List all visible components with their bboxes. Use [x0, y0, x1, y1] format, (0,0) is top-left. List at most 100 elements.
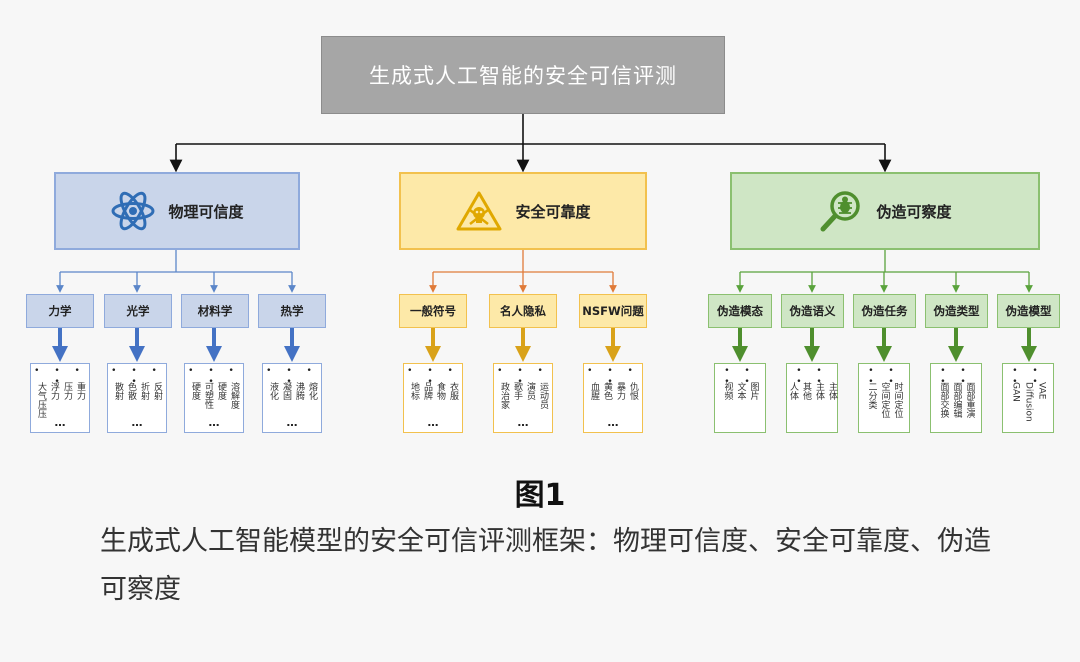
leaf-box: • • • • 硬度 可塑性 硬度 溶解度 … [184, 363, 244, 433]
leaf-item: 色散 [126, 382, 136, 400]
leaf-item: 折射 [139, 382, 149, 400]
leaf-item: 其他 [801, 382, 811, 400]
sub-forgery-type: 伪造类型 [925, 294, 988, 328]
leaf-item: 运动员 [538, 382, 548, 409]
leaf-item: 衣服 [448, 382, 458, 400]
leaf-bullets: • • • • [266, 366, 318, 387]
sub-label: 力学 [48, 304, 72, 318]
leaf-item: 液化 [268, 382, 278, 400]
leaf-bullets: • • • • [34, 366, 86, 387]
leaf-item: 人体 [788, 382, 798, 400]
sub-celebrity-privacy: 名人隐私 [489, 294, 557, 328]
category-forgery-detectability: 伪造可察度 [730, 172, 1040, 250]
leaf-item: 图片 [748, 382, 759, 400]
leaf-item: 面部编辑 [951, 382, 962, 418]
sub-label: 伪造语义 [789, 304, 836, 318]
leaf-item: 暴力 [615, 382, 625, 400]
category-physical-credibility: 物理可信度 [54, 172, 300, 250]
sub-label: 一般符号 [410, 304, 456, 318]
leaf-item: 凝固 [281, 382, 291, 400]
sub-label: 热学 [280, 304, 304, 318]
leaf-item: GAN [1010, 382, 1021, 402]
leaf-box: • • • • 大气压压 浮力 压力 重力 … [30, 363, 90, 433]
leaf-box: • • • • 政治家 歌手 演员 运动员 … [493, 363, 553, 433]
leaf-item: 重力 [75, 382, 85, 400]
leaf-box: • • • • 人体 其他 主体 主体 [786, 363, 838, 433]
leaf-item: 熔化 [307, 382, 317, 400]
leaf-item: 歌手 [512, 382, 522, 400]
leaf-item: 沸腾 [294, 382, 304, 400]
leaf-item: 面部重演 [964, 382, 975, 418]
leaf-ellipsis: … [607, 416, 619, 429]
leaf-box: • • • • 视频 文本 图片 [714, 363, 766, 433]
leaf-bullets: • • • • [407, 366, 459, 387]
leaf-bullets: • • • • [188, 366, 240, 387]
leaf-box: • • • • 散射 色散 折射 反射 … [107, 363, 167, 433]
leaf-item: 黄色 [602, 382, 612, 400]
leaf-box: • • • • 地标 品牌 食物 衣服 … [403, 363, 463, 433]
atom-icon [111, 191, 155, 231]
leaf-bullets: • • • • [1012, 366, 1044, 387]
leaf-bullets: • • • • [587, 366, 639, 387]
leaf-bullets: • • • • [724, 366, 756, 387]
leaf-item: 硬度 [190, 382, 200, 400]
leaf-box: • • • • 二分类 空间定位 时间定位 [858, 363, 910, 433]
category-label: 伪造可察度 [876, 202, 952, 221]
sub-mechanics: 力学 [26, 294, 94, 328]
magnifier-bug-icon [820, 191, 861, 232]
leaf-bullets: • • • • [497, 366, 549, 387]
leaf-item: 面部交换 [938, 382, 949, 418]
sub-general-symbols: 一般符号 [399, 294, 467, 328]
category-safety-reliability: 安全可靠度 [399, 172, 647, 250]
leaf-item: 血腥 [589, 382, 599, 400]
leaf-bullets: • • • • [796, 366, 828, 387]
leaf-item: 政治家 [499, 382, 509, 409]
leaf-box: • • • • 面部交换 面部编辑 面部重演 [930, 363, 982, 433]
root-title: 生成式人工智能的安全可信评测 [369, 64, 677, 88]
leaf-item: 食物 [435, 382, 445, 400]
leaf-item: 压力 [62, 382, 72, 400]
leaf-item: 主体 [827, 382, 837, 400]
sub-forgery-semantics: 伪造语义 [781, 294, 844, 328]
sub-label: 材料学 [197, 304, 233, 318]
sub-label: 名人隐私 [500, 304, 546, 318]
sub-nsfw: NSFW问题 [579, 294, 647, 328]
sub-label: 伪造任务 [861, 304, 908, 318]
sub-thermal: 热学 [258, 294, 326, 328]
leaf-item: VAE [1036, 382, 1047, 400]
leaf-item: 可塑性 [203, 382, 213, 409]
leaf-item: 地标 [409, 382, 419, 400]
leaf-item: Diffusion [1023, 382, 1034, 422]
leaf-item: 空间定位 [879, 382, 890, 418]
leaf-item: 溶解度 [229, 382, 239, 409]
sub-optics: 光学 [104, 294, 172, 328]
figure-caption: 生成式人工智能模型的安全可信评测框架：物理可信度、安全可靠度、伪造可察度 [100, 526, 991, 605]
leaf-bullets: • • • • [111, 366, 163, 387]
sub-label: 伪造模态 [717, 304, 763, 318]
leaf-item: 品牌 [422, 382, 432, 400]
leaf-item: 文本 [735, 382, 746, 400]
sub-forgery-task: 伪造任务 [853, 294, 916, 328]
leaf-item: 硬度 [216, 382, 226, 400]
leaf-ellipsis: … [54, 416, 66, 429]
leaf-item: 主体 [814, 382, 824, 400]
figure-label: 图1 [514, 478, 566, 513]
leaf-box: • • • • 血腥 黄色 暴力 仇恨 … [583, 363, 643, 433]
category-label: 物理可信度 [168, 202, 244, 221]
category-label: 安全可靠度 [515, 202, 591, 221]
sub-label: NSFW问题 [582, 304, 644, 318]
leaf-item: 二分类 [866, 382, 877, 409]
leaf-item: 散射 [113, 382, 123, 400]
leaf-box: • • • • 液化 凝固 沸腾 熔化 … [262, 363, 322, 433]
sub-forgery-model: 伪造模型 [997, 294, 1060, 328]
root-node: 生成式人工智能的安全可信评测 [321, 36, 725, 114]
leaf-item: 视频 [722, 382, 733, 400]
leaf-bullets: • • • • [940, 366, 972, 387]
leaf-item: 演员 [525, 382, 535, 400]
leaf-bullets: • • • • [868, 366, 900, 387]
sub-forgery-modality: 伪造模态 [708, 294, 772, 328]
leaf-item: 仇恨 [628, 382, 638, 400]
leaf-ellipsis: … [286, 416, 298, 429]
leaf-ellipsis: … [208, 416, 220, 429]
sub-materials: 材料学 [181, 294, 249, 328]
